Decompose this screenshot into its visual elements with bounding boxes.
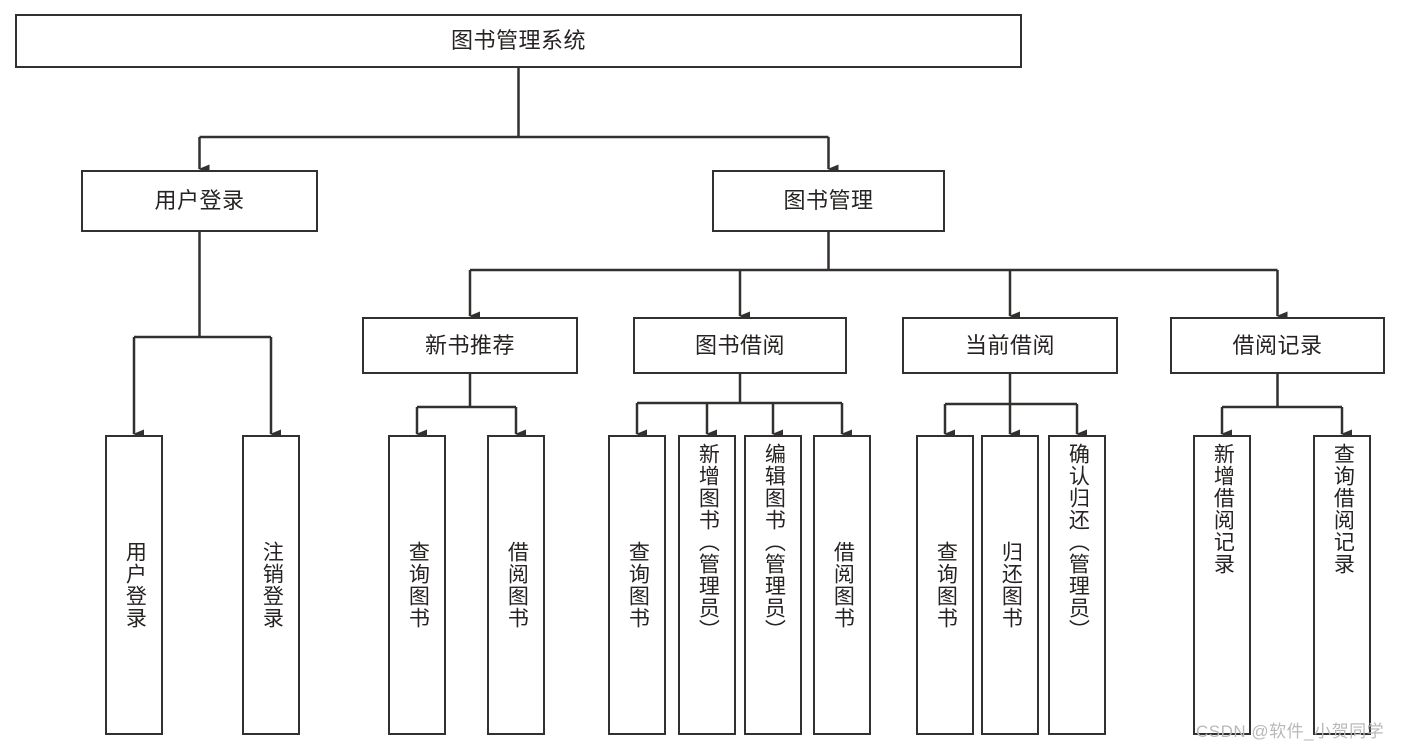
node-root[interactable]: 图书管理系统	[15, 14, 1022, 68]
leaf-borrow-lend[interactable]: 借阅图书	[813, 435, 871, 735]
leaf-borrow-query[interactable]: 查询图书	[608, 435, 666, 735]
node-book-borrow-label: 图书借阅	[694, 332, 785, 358]
leaf-newbook-query[interactable]: 查询图书	[388, 435, 446, 735]
leaf-current-confirm[interactable]: 确认归还（管理员）	[1048, 435, 1106, 735]
leaf-user-logout[interactable]: 注销登录	[242, 435, 300, 735]
node-current-borrow-label: 当前借阅	[964, 332, 1055, 358]
leaf-borrow-add-label: 新增图书（管理员）	[696, 443, 720, 641]
leaf-user-logout-label: 注销登录	[260, 541, 284, 629]
leaf-borrow-add[interactable]: 新增图书（管理员）	[678, 435, 736, 735]
node-borrow-records-label: 借阅记录	[1232, 332, 1323, 358]
leaf-borrow-query-label: 查询图书	[626, 541, 650, 629]
node-user-login[interactable]: 用户登录	[81, 170, 318, 232]
node-new-book-recommend[interactable]: 新书推荐	[362, 317, 578, 374]
leaf-user-login[interactable]: 用户登录	[105, 435, 163, 735]
node-new-book-recommend-label: 新书推荐	[424, 332, 515, 358]
leaf-borrow-edit-label: 编辑图书（管理员）	[762, 443, 786, 641]
leaf-current-query-label: 查询图书	[934, 541, 958, 629]
leaf-current-query[interactable]: 查询图书	[916, 435, 974, 735]
leaf-newbook-borrow[interactable]: 借阅图书	[487, 435, 545, 735]
leaf-current-return[interactable]: 归还图书	[981, 435, 1039, 735]
leaf-user-login-label: 用户登录	[123, 541, 147, 629]
leaf-current-confirm-label: 确认归还（管理员）	[1066, 443, 1090, 641]
leaf-records-query-label: 查询借阅记录	[1331, 443, 1355, 575]
leaf-newbook-query-label: 查询图书	[406, 541, 430, 629]
node-current-borrow[interactable]: 当前借阅	[902, 317, 1118, 374]
node-book-management-label: 图书管理	[783, 188, 874, 214]
node-book-management[interactable]: 图书管理	[712, 170, 945, 232]
node-book-borrow[interactable]: 图书借阅	[633, 317, 847, 374]
leaf-records-query[interactable]: 查询借阅记录	[1313, 435, 1371, 735]
leaf-borrow-lend-label: 借阅图书	[831, 541, 855, 629]
leaf-current-return-label: 归还图书	[999, 541, 1023, 629]
leaf-records-add-label: 新增借阅记录	[1211, 443, 1235, 575]
leaf-borrow-edit[interactable]: 编辑图书（管理员）	[744, 435, 802, 735]
node-root-label: 图书管理系统	[450, 28, 586, 54]
leaf-records-add[interactable]: 新增借阅记录	[1193, 435, 1251, 735]
leaf-newbook-borrow-label: 借阅图书	[505, 541, 529, 629]
node-borrow-records[interactable]: 借阅记录	[1170, 317, 1385, 374]
connector-group	[132, 68, 1352, 439]
node-user-login-label: 用户登录	[154, 188, 245, 214]
